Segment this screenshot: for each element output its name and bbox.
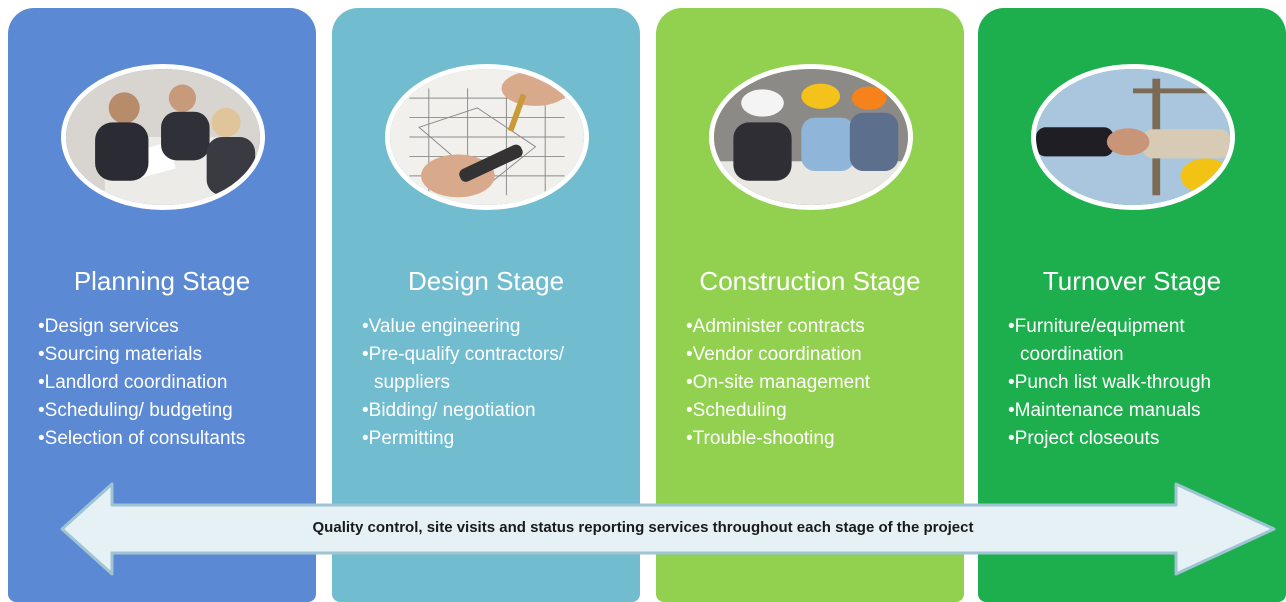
list-item: Design services xyxy=(38,313,314,341)
handshake-photo xyxy=(1031,64,1235,210)
business-meeting-photo xyxy=(61,64,265,210)
construction-workers-photo xyxy=(709,64,913,210)
stage-title: Design Stage xyxy=(407,266,565,296)
list-item: Furniture/equipment coordination xyxy=(1008,313,1284,369)
blueprint-drawing-photo xyxy=(385,64,589,210)
list-item: Landlord coordination xyxy=(38,369,314,397)
list-item: Project closeouts xyxy=(1008,425,1284,453)
list-item: Administer contracts xyxy=(686,313,962,341)
list-item: Maintenance manuals xyxy=(1008,397,1284,425)
list-item: Pre-qualify contractors/ suppliers xyxy=(362,341,638,397)
stage-title: Turnover Stage xyxy=(1042,266,1222,296)
list-item: Sourcing materials xyxy=(38,341,314,369)
list-item: Trouble-shooting xyxy=(686,425,962,453)
stage-task-list: Design services Sourcing materials Landl… xyxy=(38,313,314,453)
list-item: Selection of consultants xyxy=(38,425,314,453)
arrow-caption: Quality control, site visits and status … xyxy=(312,519,974,536)
stage-panel-construction: Construction Stage Administer contracts … xyxy=(656,8,964,602)
stage-task-list: Administer contracts Vendor coordination… xyxy=(686,313,962,453)
list-item: Scheduling xyxy=(686,397,962,425)
stage-panel-design: Design Stage Value engineering Pre-quali… xyxy=(332,8,640,602)
list-item: On-site management xyxy=(686,369,962,397)
list-item: Permitting xyxy=(362,425,638,453)
list-item: Scheduling/ budgeting xyxy=(38,397,314,425)
list-item: Punch list walk-through xyxy=(1008,369,1284,397)
list-item: Value engineering xyxy=(362,313,638,341)
list-item: Bidding/ negotiation xyxy=(362,397,638,425)
stage-panel-planning: Planning Stage Design services Sourcing … xyxy=(8,8,316,602)
stage-panel-turnover: Turnover Stage Furniture/equipment coord… xyxy=(978,8,1286,602)
stage-task-list: Furniture/equipment coordination Punch l… xyxy=(1008,313,1284,453)
stage-task-list: Value engineering Pre-qualify contractor… xyxy=(362,313,638,453)
stage-title: Planning Stage xyxy=(73,266,251,296)
list-item: Vendor coordination xyxy=(686,341,962,369)
stage-title: Construction Stage xyxy=(699,266,921,296)
